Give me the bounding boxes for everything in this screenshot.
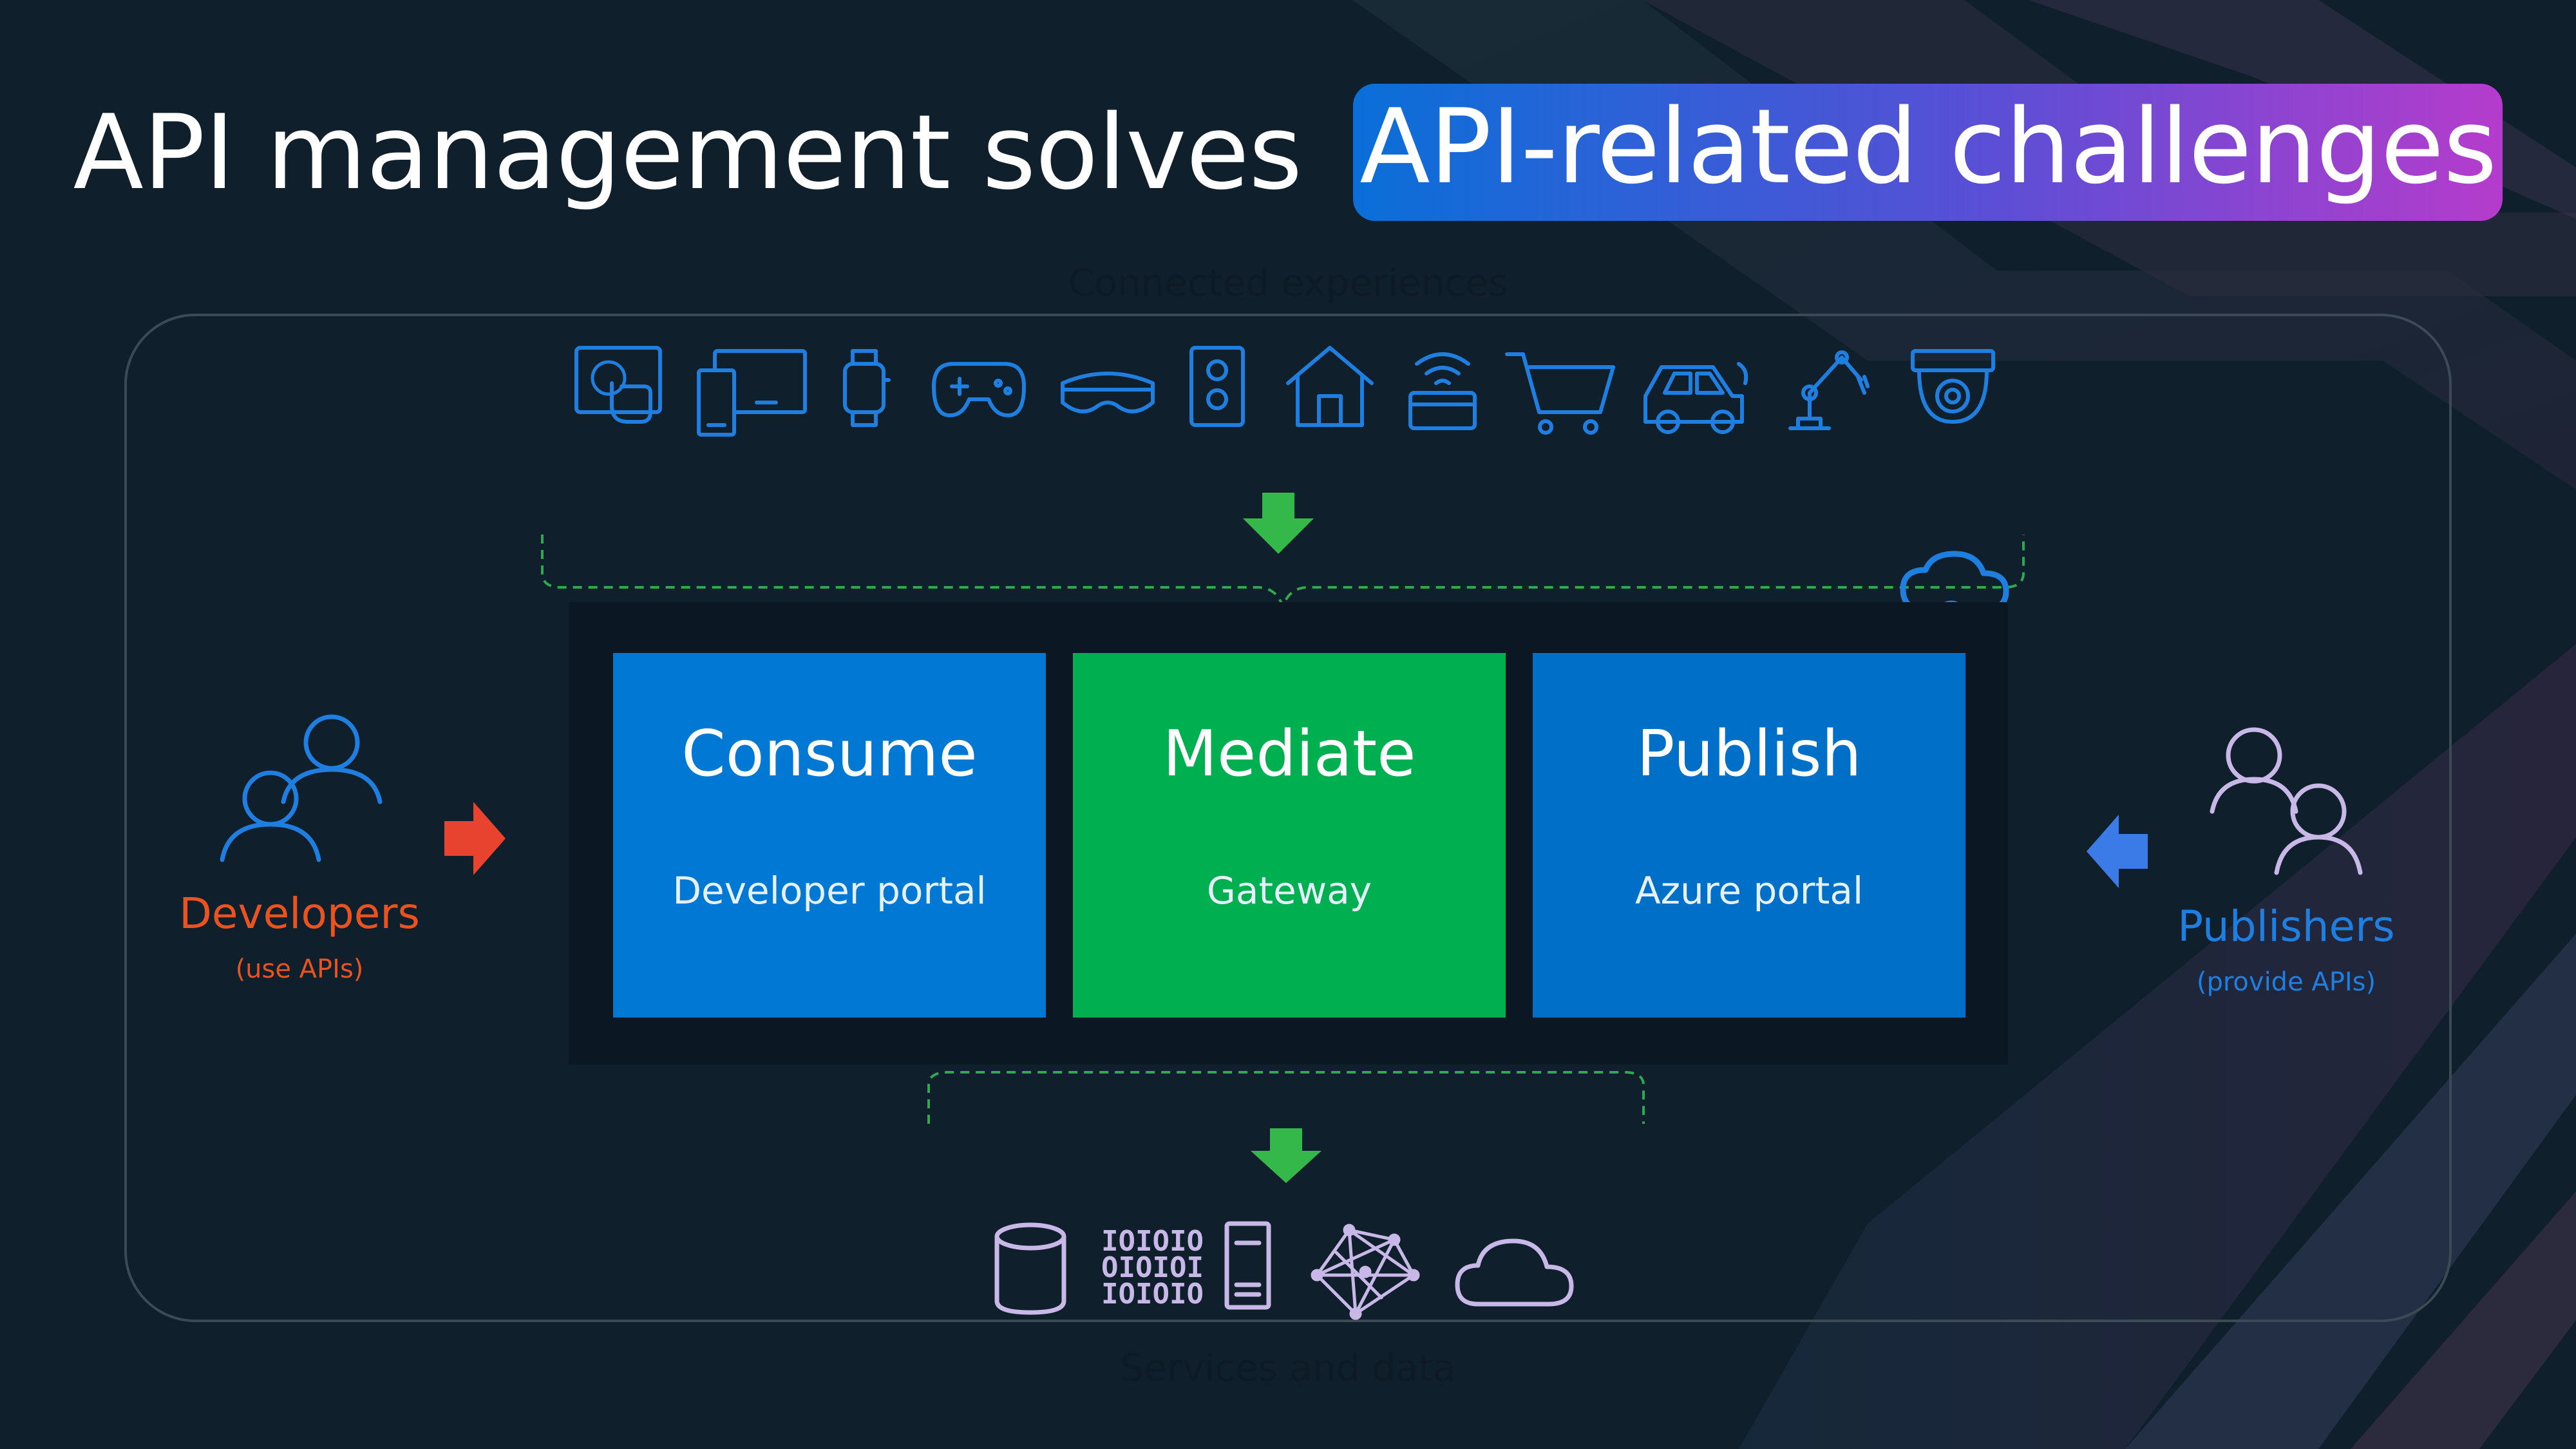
diagram-frame: [124, 314, 2452, 1322]
publishers-people-icon: [2210, 727, 2363, 875]
security-camera-icon: [1911, 349, 1995, 424]
services-icon-row: IOIOIO OIOIOI IOIOIO: [994, 1221, 1574, 1320]
devices-icon: [697, 349, 807, 437]
house-icon: [1286, 346, 1374, 427]
wifi-card-icon: [1408, 352, 1477, 430]
binary-row: IOIOIO: [1101, 1225, 1204, 1258]
speaker-icon: [1189, 346, 1245, 427]
arrow-right-developers: [444, 802, 506, 875]
publishers-sub: (provide APIs): [2196, 967, 2376, 997]
developers-people-icon: [220, 714, 383, 862]
slide-title: API management solves API-related challe…: [0, 84, 2576, 221]
robot-arm-icon: [1788, 350, 1870, 430]
database-icon: [994, 1222, 1066, 1315]
pillar-subtitle: Developer portal: [672, 869, 987, 913]
arrow-down-top: [1243, 493, 1314, 554]
title-plain: API management solves: [73, 92, 1303, 213]
pillar-publish[interactable]: Publish Azure portal: [1533, 653, 1965, 1018]
vr-headset-icon: [1061, 372, 1155, 413]
pillar-consume[interactable]: Consume Developer portal: [613, 653, 1046, 1018]
pillar-mediate[interactable]: Mediate Gateway: [1073, 653, 1506, 1018]
binary-row: IOIOIO: [1101, 1278, 1204, 1311]
binary-data-icon: IOIOIO OIOIOI IOIOIO: [1101, 1225, 1204, 1311]
pillar-subtitle: Azure portal: [1634, 869, 1864, 913]
developers-label: Developers: [179, 889, 420, 938]
touch-screen-icon: [574, 346, 662, 424]
publishers-label: Publishers: [2177, 902, 2395, 951]
top-caption: Connected experiences: [1068, 261, 1508, 305]
arrow-left-publishers: [2087, 815, 2148, 888]
pillar-heading: Publish: [1636, 717, 1862, 791]
cloud-icon: [1455, 1238, 1574, 1307]
server-icon: [1224, 1221, 1271, 1310]
pillar-heading: Mediate: [1162, 717, 1416, 791]
bottom-caption: Services and data: [1120, 1346, 1456, 1390]
shopping-cart-icon: [1505, 352, 1615, 435]
experiences-icon-row: [574, 346, 1995, 437]
network-mesh-icon: [1311, 1224, 1420, 1320]
smartwatch-icon: [843, 349, 891, 427]
pillar-heading: Consume: [681, 717, 978, 791]
game-controller-icon: [932, 362, 1026, 417]
car-icon: [1643, 362, 1748, 434]
pillar-subtitle: Gateway: [1206, 869, 1372, 913]
dashed-brace-bottom: [927, 1071, 1645, 1124]
binary-row: OIOIOI: [1101, 1251, 1204, 1284]
title-highlight: API-related challenges: [1353, 84, 2503, 221]
arrow-down-bottom: [1251, 1128, 1321, 1183]
developers-sub: (use APIs): [235, 954, 364, 984]
